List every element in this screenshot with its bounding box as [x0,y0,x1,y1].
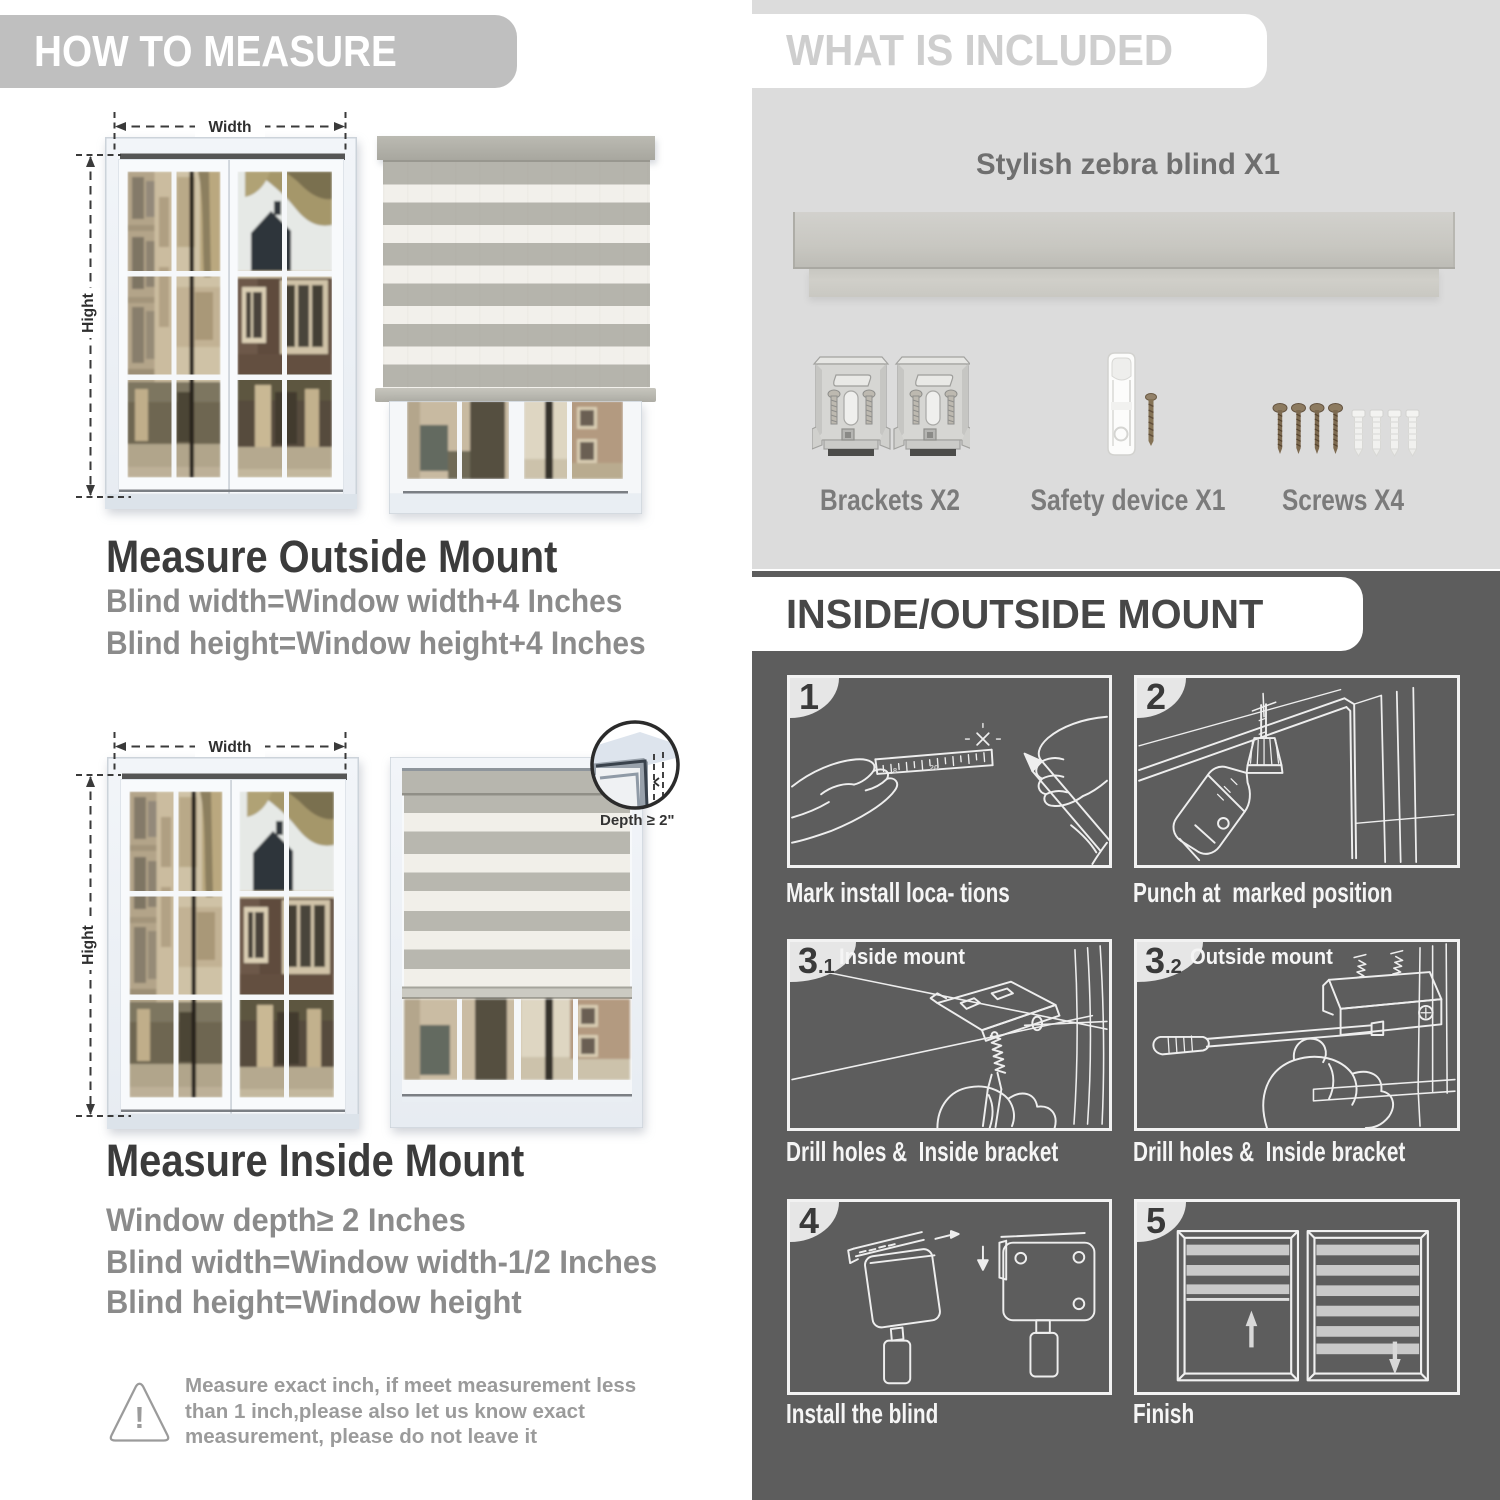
svg-text:Width: Width [209,119,252,136]
svg-text:!: ! [134,1401,144,1435]
svg-text:Width: Width [209,739,252,756]
svg-text:Hight: Hight [80,293,97,333]
svg-text:8: 8 [893,766,898,775]
svg-text:20: 20 [930,763,939,772]
svg-text:Hight: Hight [80,925,97,965]
